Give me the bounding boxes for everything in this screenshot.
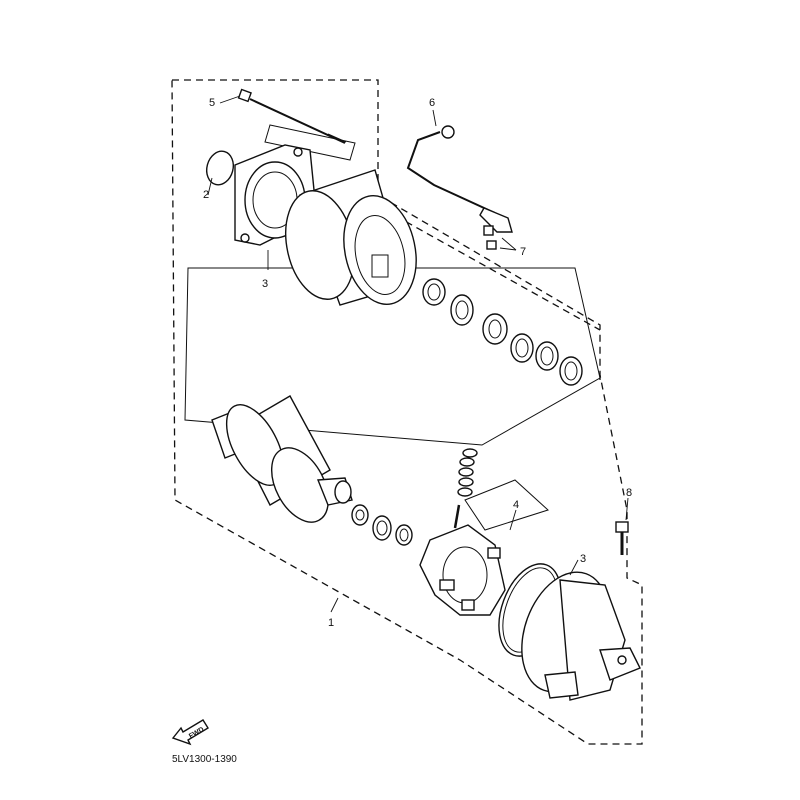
bearing (422, 278, 446, 306)
washer-set-rear (450, 294, 583, 386)
assembly-boundary (171, 79, 643, 745)
callout-2: 2 (203, 189, 209, 201)
lead-wire (406, 125, 513, 233)
fwd-arrow-icon: FWD (171, 719, 209, 746)
callout-5: 5 (209, 97, 215, 109)
leader-lines (207, 95, 629, 613)
long-bolt (237, 88, 356, 161)
rear-bolt (615, 521, 629, 555)
callout-1: 1 (328, 617, 334, 629)
armature (211, 395, 353, 523)
o-ring-front (205, 150, 235, 186)
callout-3-rear: 3 (580, 553, 586, 565)
callout-4: 4 (513, 499, 519, 511)
yoke-housing (285, 169, 417, 306)
callout-7: 7 (520, 246, 526, 258)
brush-holder (419, 504, 506, 616)
yoke-group-outline (184, 267, 601, 446)
rear-cover (521, 571, 641, 701)
diagram-code: 5LV1300-1390 (172, 754, 237, 765)
terminal-nuts (483, 225, 497, 250)
terminal-washer-stack (457, 448, 549, 531)
callout-6: 6 (429, 97, 435, 109)
washer-set-front (351, 504, 413, 546)
callout-8: 8 (626, 487, 632, 499)
callout-3-front: 3 (262, 278, 268, 290)
